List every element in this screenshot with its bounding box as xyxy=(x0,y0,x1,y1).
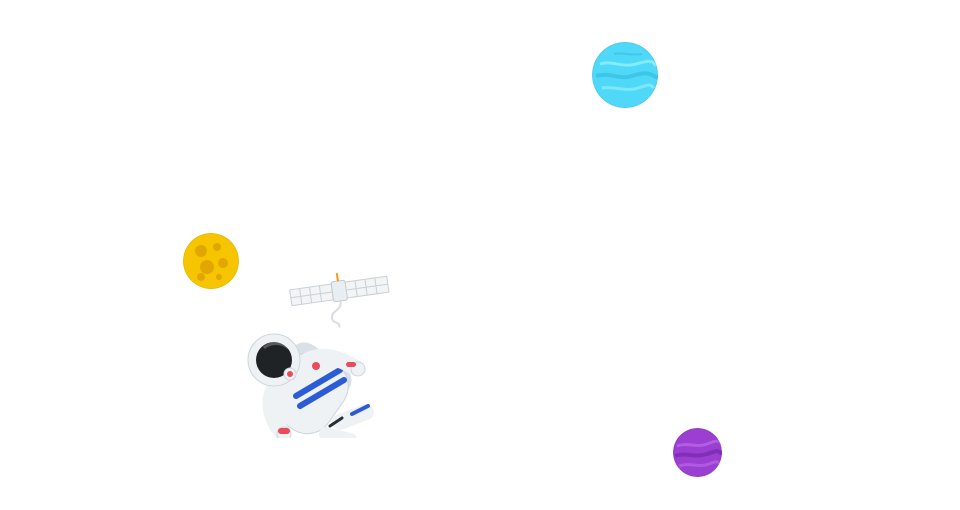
satellite-icon xyxy=(289,273,390,328)
astronaut-icon xyxy=(247,333,374,447)
blue-planet-icon xyxy=(592,42,658,108)
astronaut-with-satellite xyxy=(230,268,400,447)
purple-planet-icon xyxy=(673,428,722,477)
yellow-moon-icon xyxy=(183,233,239,289)
